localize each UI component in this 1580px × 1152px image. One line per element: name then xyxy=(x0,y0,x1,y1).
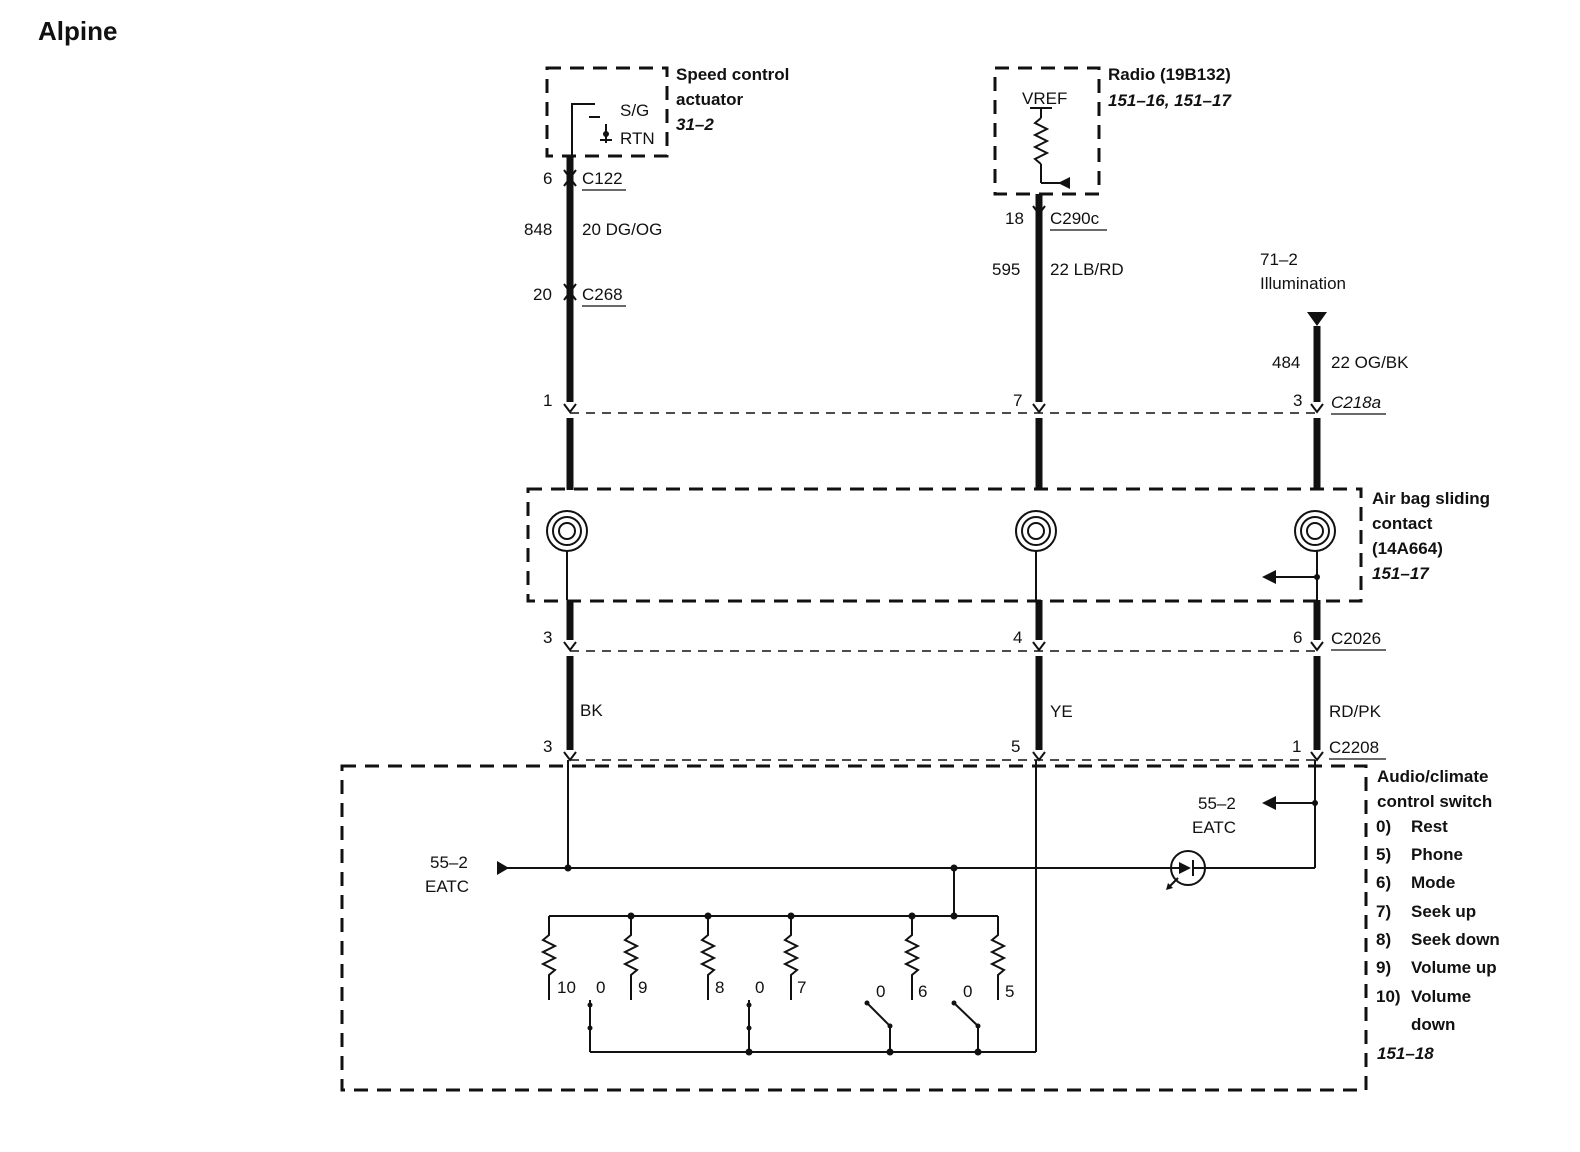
radio-ref: 151–16, 151–17 xyxy=(1108,91,1232,110)
wire-bk-label: BK xyxy=(580,701,603,720)
switch-ref: 151–18 xyxy=(1377,1044,1434,1063)
diagram-title: Alpine xyxy=(38,16,117,46)
audio-climate-control-switch: 10 0 9 8 0 7 0 6 0 5 55–2 EATC 55–2 EATC… xyxy=(340,760,1500,1092)
mode-9-num: 9) xyxy=(1376,958,1391,977)
clockspring-coil-3 xyxy=(1294,510,1336,552)
mode-8-label: Seek down xyxy=(1411,930,1500,949)
switch-pos-10: 10 xyxy=(557,978,576,997)
c2208-pin-3: 1 xyxy=(1292,737,1301,756)
mode-5-num: 5) xyxy=(1376,845,1391,864)
clockspring-coil-1 xyxy=(546,510,588,552)
mode-7-num: 7) xyxy=(1376,902,1391,921)
vref-label: VREF xyxy=(1022,89,1067,108)
switch-pos-5: 5 xyxy=(1005,982,1014,1001)
clockspring-coil-2 xyxy=(1015,510,1057,552)
airbag-box xyxy=(526,487,1363,603)
mode-10-label-cont: down xyxy=(1411,1015,1455,1034)
mode-9-label: Volume up xyxy=(1411,958,1497,977)
c218a-pin-3: 3 xyxy=(1293,391,1302,410)
speed-control-box xyxy=(545,66,669,158)
w848-color: 20 DG/OG xyxy=(582,220,662,239)
c290c-name: C290c xyxy=(1050,209,1100,228)
mode-6-label: Mode xyxy=(1411,873,1455,892)
w595-circuit: 595 xyxy=(992,260,1020,279)
mode-0-label: Rest xyxy=(1411,817,1448,836)
switch-name-1: Audio/climate xyxy=(1377,767,1488,786)
switch-pos-9: 9 xyxy=(638,978,647,997)
c2026-name: C2026 xyxy=(1331,629,1381,648)
connector-chevrons xyxy=(563,169,1324,762)
speed-control-actuator: S/G RTN Speed control actuator 31–2 xyxy=(545,65,789,158)
c2026-pin-1: 3 xyxy=(543,628,552,647)
switch-pos-0a: 0 xyxy=(596,978,605,997)
radio-box xyxy=(993,66,1101,196)
switch-contacts xyxy=(587,1000,1036,1056)
switch-pos-0d: 0 xyxy=(963,982,972,1001)
resistor-ladder xyxy=(540,912,1007,1000)
mode-6-num: 6) xyxy=(1376,873,1391,892)
c290c-pin: 18 xyxy=(1005,209,1024,228)
c2026-pin-3: 6 xyxy=(1293,628,1302,647)
switch-mode-list: 0) Rest 5) Phone 6) Mode 7) Seek up 8) S… xyxy=(1376,817,1500,1034)
switch-pos-7: 7 xyxy=(797,978,806,997)
c2026-pin-2: 4 xyxy=(1013,628,1022,647)
mode-10-num: 10) xyxy=(1376,987,1401,1006)
mode-8-num: 8) xyxy=(1376,930,1391,949)
switch-box xyxy=(340,764,1368,1092)
w484-color: 22 OG/BK xyxy=(1331,353,1409,372)
c2208-name: C2208 xyxy=(1329,738,1379,757)
radio-module: VREF Radio (19B132) 151–16, 151–17 xyxy=(993,65,1232,196)
w848-circuit: 848 xyxy=(524,220,552,239)
mode-0-num: 0) xyxy=(1376,817,1391,836)
c218a-pin-1: 1 xyxy=(543,391,552,410)
mode-7-label: Seek up xyxy=(1411,902,1476,921)
airbag-name-1: Air bag sliding xyxy=(1372,489,1490,508)
airbag-name-3: (14A664) xyxy=(1372,539,1443,558)
speed-control-name-1: Speed control xyxy=(676,65,789,84)
eatc-out-label: EATC xyxy=(1192,818,1236,837)
mode-5-label: Phone xyxy=(1411,845,1463,864)
switch-name-2: control switch xyxy=(1377,792,1492,811)
c122-pin: 6 xyxy=(543,169,552,188)
illumination-ref: 71–2 xyxy=(1260,250,1298,269)
switch-pos-0b: 0 xyxy=(755,978,764,997)
illumination-arrow xyxy=(1307,312,1327,326)
speed-control-ref: 31–2 xyxy=(676,115,714,134)
wire-rdpk-label: RD/PK xyxy=(1329,702,1382,721)
illumination-label: Illumination xyxy=(1260,274,1346,293)
switch-pos-6: 6 xyxy=(918,982,927,1001)
w484-circuit: 484 xyxy=(1272,353,1300,372)
c268-pin: 20 xyxy=(533,285,552,304)
rtn-label: RTN xyxy=(620,129,655,148)
harness-wires xyxy=(566,156,1321,750)
c122-name: C122 xyxy=(582,169,623,188)
illumination-diode-icon xyxy=(1166,850,1210,890)
c268-name: C268 xyxy=(582,285,623,304)
eatc-out-ref: 55–2 xyxy=(1198,794,1236,813)
w595-color: 22 LB/RD xyxy=(1050,260,1124,279)
switch-pos-0c: 0 xyxy=(876,982,885,1001)
switch-pos-8: 8 xyxy=(715,978,724,997)
airbag-name-2: contact xyxy=(1372,514,1433,533)
c2208-pin-1: 3 xyxy=(543,737,552,756)
eatc-in-ref: 55–2 xyxy=(430,853,468,872)
airbag-ref: 151–17 xyxy=(1372,564,1430,583)
eatc-in-label: EATC xyxy=(425,877,469,896)
sig-label: S/G xyxy=(620,101,649,120)
speed-control-name-2: actuator xyxy=(676,90,743,109)
c218a-name: C218a xyxy=(1331,393,1381,412)
c218a-pin-2: 7 xyxy=(1013,391,1022,410)
c2208-pin-2: 5 xyxy=(1011,737,1020,756)
airbag-sliding-contact: Air bag sliding contact (14A664) 151–17 xyxy=(526,487,1490,603)
mode-10-label: Volume xyxy=(1411,987,1471,1006)
radio-name: Radio (19B132) xyxy=(1108,65,1231,84)
wire-ye-label: YE xyxy=(1050,702,1073,721)
